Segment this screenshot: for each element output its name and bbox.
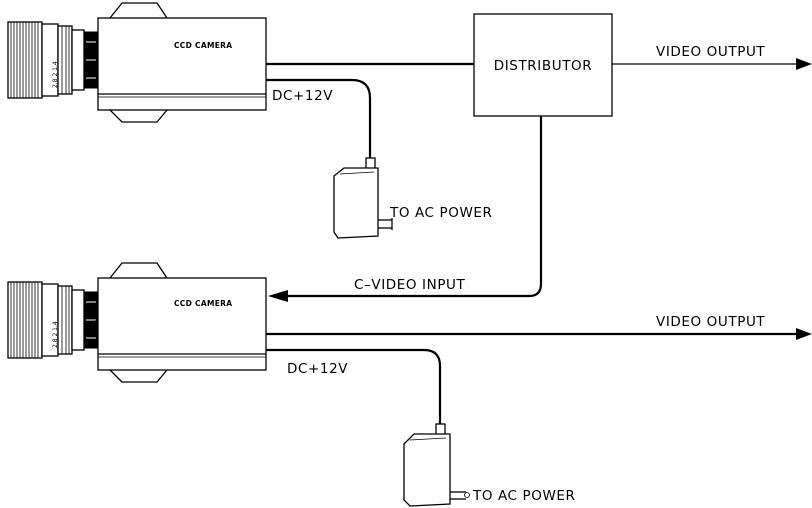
top-camera-lens: 2.8 2 1.4 <box>7 21 99 99</box>
bottom-ac-power-label: TO AC POWER <box>472 488 576 504</box>
distributor-label: DISTRIBUTOR <box>494 58 593 74</box>
distributor-box: DISTRIBUTOR <box>473 13 613 117</box>
video-output-top-label: VIDEO OUTPUT <box>656 44 765 60</box>
bottom-lens-fstop-marks: 2.8 2 1.4 <box>52 321 59 348</box>
bottom-ccd-camera: 2.8 2 1.4 CCD CAMERA <box>7 262 267 383</box>
top-dc-power-cable <box>266 78 372 168</box>
bottom-power-adapter <box>403 423 470 507</box>
bottom-dc-label: DC+12V <box>287 361 348 377</box>
c-video-input-cable <box>288 116 543 298</box>
top-ccd-camera: 2.8 2 1.4 CCD CAMERA <box>7 2 267 123</box>
top-ac-power-label: TO AC POWER <box>389 205 493 221</box>
top-dc-label: DC+12V <box>272 88 333 104</box>
c-video-input-arrow <box>268 290 288 302</box>
bottom-camera-label: CCD CAMERA <box>174 299 232 308</box>
top-power-adapter <box>333 157 393 239</box>
bottom-camera-body <box>97 277 267 371</box>
video-output-bottom-label: VIDEO OUTPUT <box>656 314 765 330</box>
c-video-input-label: C–VIDEO INPUT <box>354 277 466 293</box>
video-output-top-arrow <box>796 58 812 70</box>
video-output-bottom-arrow <box>796 328 812 340</box>
bottom-camera-lens: 2.8 2 1.4 <box>7 281 99 359</box>
bottom-dc-power-cable <box>266 348 442 432</box>
top-camera-body <box>97 17 267 111</box>
top-lens-fstop-marks: 2.8 2 1.4 <box>52 61 59 88</box>
top-camera-label: CCD CAMERA <box>174 41 232 50</box>
